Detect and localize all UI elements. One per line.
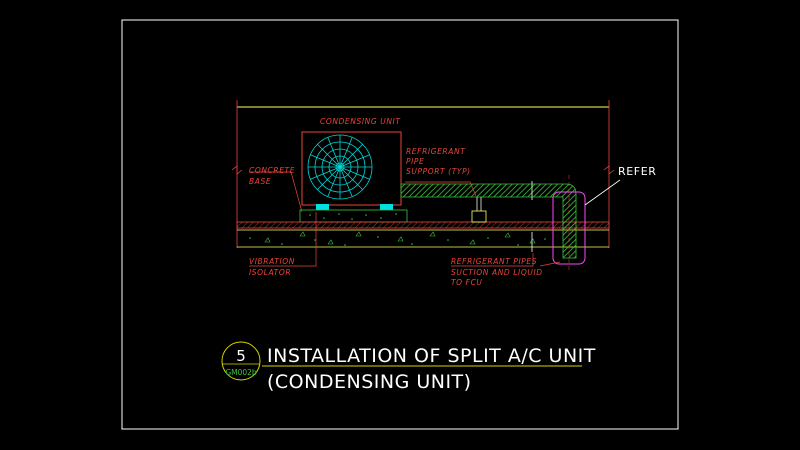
detail-bubble: [221, 341, 261, 381]
label-condensing-unit: CONDENSING UNIT: [320, 117, 401, 126]
label-pipe-support-1: REFRIGERANT: [406, 147, 466, 156]
label-concrete-base-2: BASE: [249, 177, 271, 186]
label-vibration-isolator-1: VIBRATION: [249, 257, 295, 266]
right-break-mark: [603, 165, 615, 175]
vibration-isolator-left: [316, 204, 329, 210]
drawing-title-line1: INSTALLATION OF SPLIT A/C UNIT: [267, 345, 596, 367]
label-pipe-support-3: SUPPORT (TYP): [406, 167, 471, 176]
label-pipes-1: REFRIGERANT PIPES: [451, 257, 537, 266]
drawing-title-line2: (CONDENSING UNIT): [267, 371, 472, 393]
detail-number: 5: [236, 347, 246, 365]
label-refer: REFER: [618, 165, 657, 178]
drawing-frame: [121, 19, 679, 430]
sheet-reference: GM002b: [225, 368, 257, 377]
fan-grill-icon: [307, 134, 373, 200]
vibration-isolator-right: [380, 204, 393, 210]
label-pipes-3: TO FCU: [451, 278, 483, 287]
left-break-mark: [231, 165, 243, 175]
roof-slab-surface: [236, 221, 610, 229]
slab-aggregate-dots: [249, 236, 546, 246]
label-pipes-2: SUCTION AND LIQUID: [451, 268, 543, 277]
label-pipe-support-2: PIPE: [406, 157, 424, 166]
leader-lines: [249, 171, 561, 267]
slab-aggregate: [264, 231, 536, 245]
label-vibration-isolator-2: ISOLATOR: [249, 268, 291, 277]
condensing-unit-body: [301, 131, 402, 206]
refrigerant-pipe: [400, 183, 577, 259]
pipe-support: [471, 197, 487, 223]
concrete-base-aggregate: [309, 213, 397, 220]
label-concrete-base-1: CONCRETE: [249, 166, 295, 175]
refer-leader: [584, 179, 621, 206]
